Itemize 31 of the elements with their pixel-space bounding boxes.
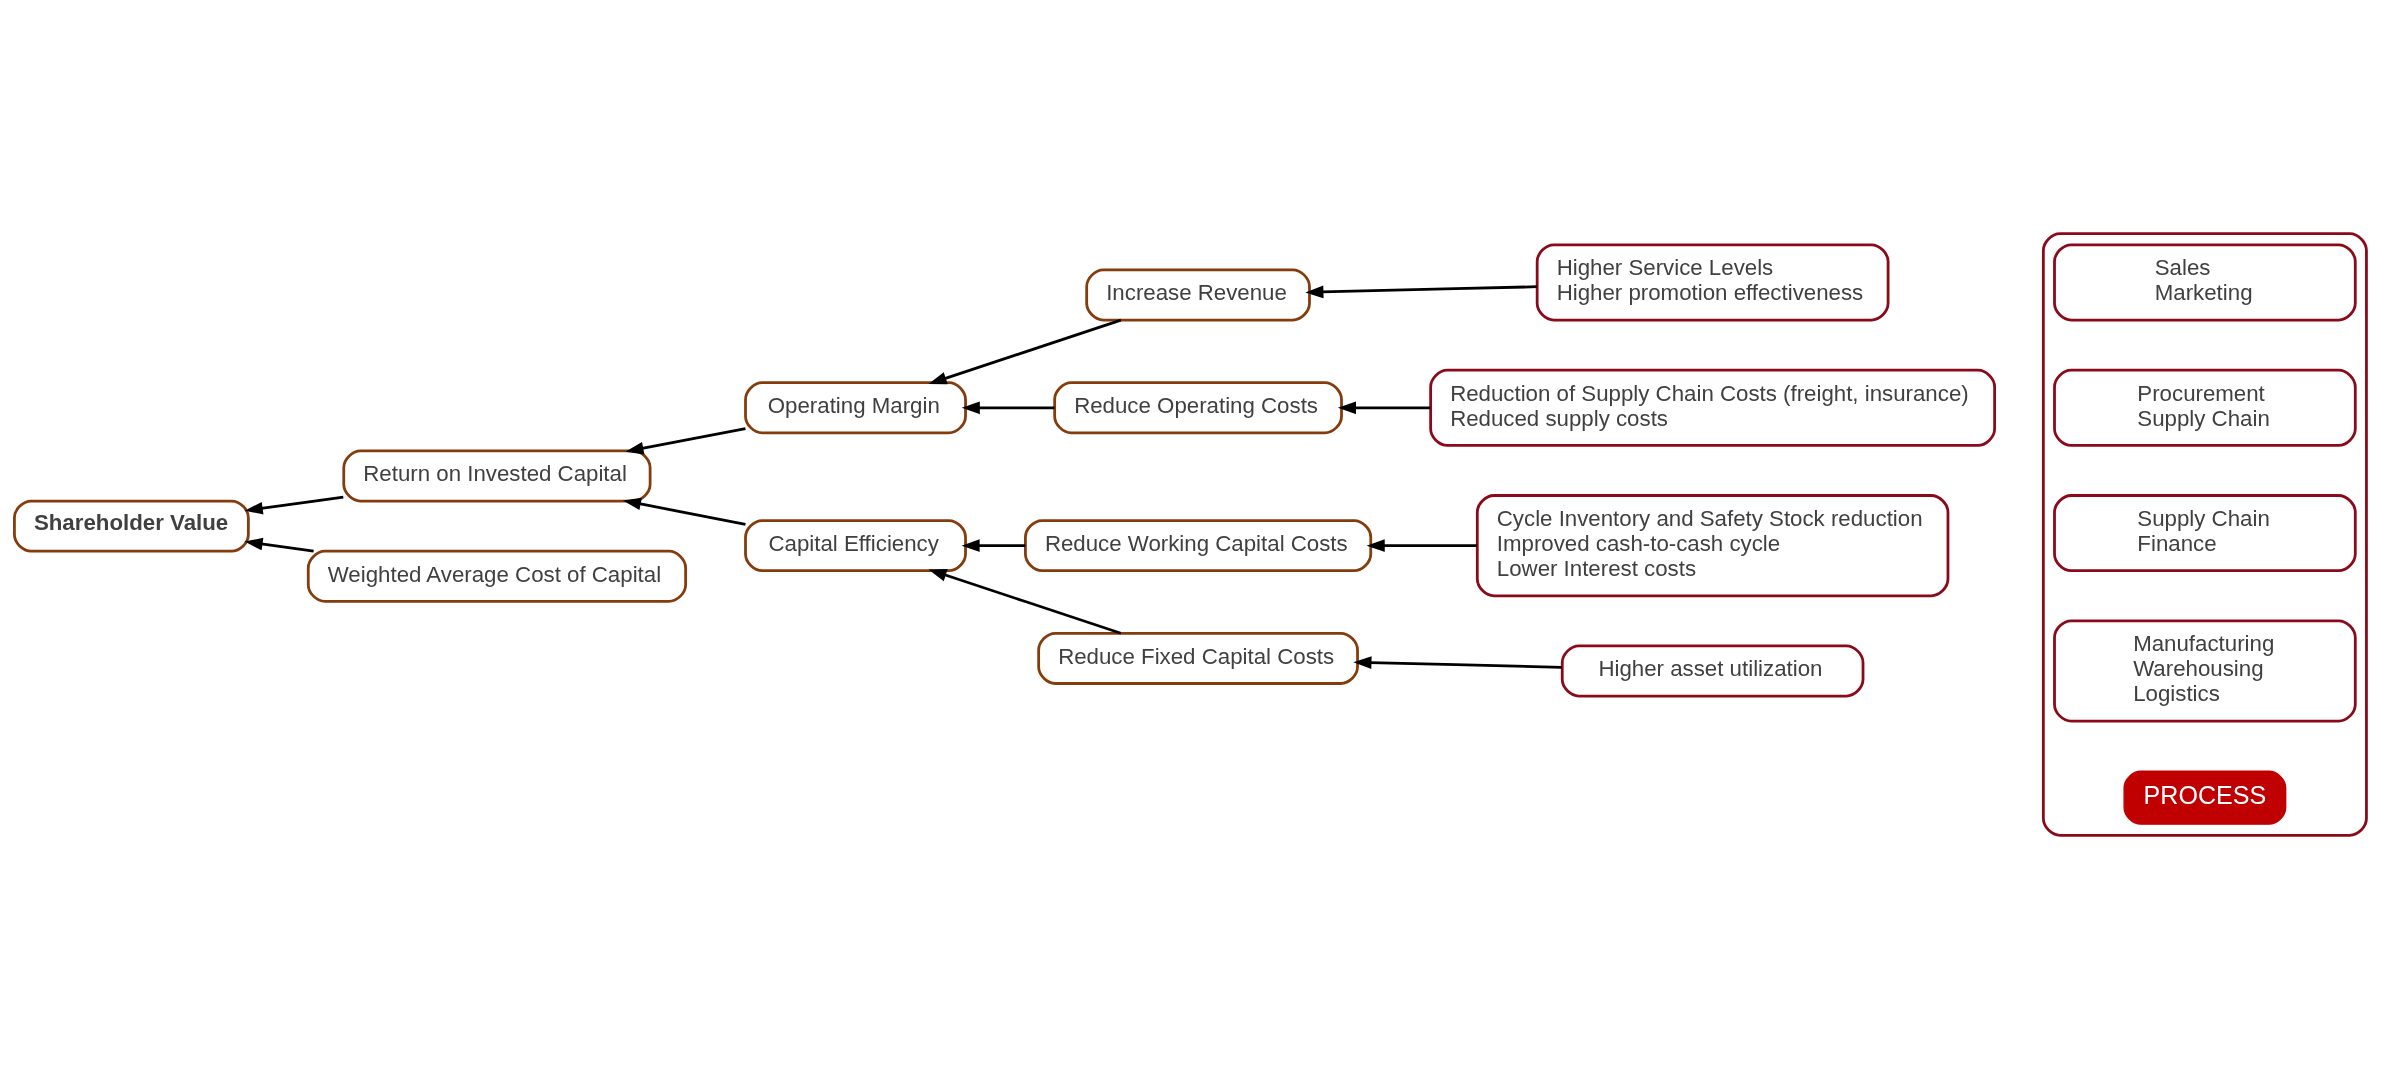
cluster bbox=[2041, 232, 2368, 837]
node-box: Reduction of Supply Chain Costs (freight, insurance) Reduced supply costs bbox=[1429, 368, 1996, 447]
arrow bbox=[1337, 401, 1431, 415]
node-box: Weighted Average Cost of Capital bbox=[306, 549, 688, 603]
node-box: Cycle Inventory and Safety Stock reduction Improved cash-to-cash cycle Lower Interest costs bbox=[1475, 494, 1950, 598]
node-box: Sales Marketing bbox=[2053, 243, 2357, 322]
arrow bbox=[1353, 656, 1562, 669]
node-box: PROCESS bbox=[2123, 770, 2287, 825]
node-box: Operating Margin bbox=[744, 381, 967, 435]
node-box: Increase Revenue bbox=[1085, 268, 1311, 322]
node-box: Supply Chain Finance bbox=[2053, 494, 2357, 573]
arrow bbox=[625, 427, 746, 455]
node-box: Shareholder Value bbox=[13, 499, 250, 553]
node-box: Return on Invested Capital bbox=[342, 449, 652, 503]
node-box: Reduce Fixed Capital Costs bbox=[1037, 631, 1359, 685]
arrow bbox=[928, 569, 1122, 635]
arrow bbox=[1366, 539, 1478, 552]
arrow bbox=[961, 539, 1026, 552]
node-box: Manufacturing Warehousing Logistics bbox=[2053, 619, 2357, 723]
node-box: Reduce Operating Costs bbox=[1053, 381, 1343, 435]
arrow bbox=[928, 318, 1122, 385]
node-box: Capital Efficiency bbox=[744, 519, 967, 573]
arrow bbox=[622, 497, 746, 526]
arrow bbox=[1305, 285, 1537, 299]
arrow bbox=[244, 537, 314, 553]
node-box: Higher asset utilization bbox=[1560, 644, 1865, 698]
arrow bbox=[961, 401, 1055, 415]
node-box: Higher Service Levels Higher promotion effectiveness bbox=[1535, 243, 1890, 322]
node-box: Reduce Working Capital Costs bbox=[1024, 519, 1373, 573]
node-box: Procurement Supply Chain bbox=[2053, 368, 2357, 447]
arrow bbox=[244, 495, 344, 515]
